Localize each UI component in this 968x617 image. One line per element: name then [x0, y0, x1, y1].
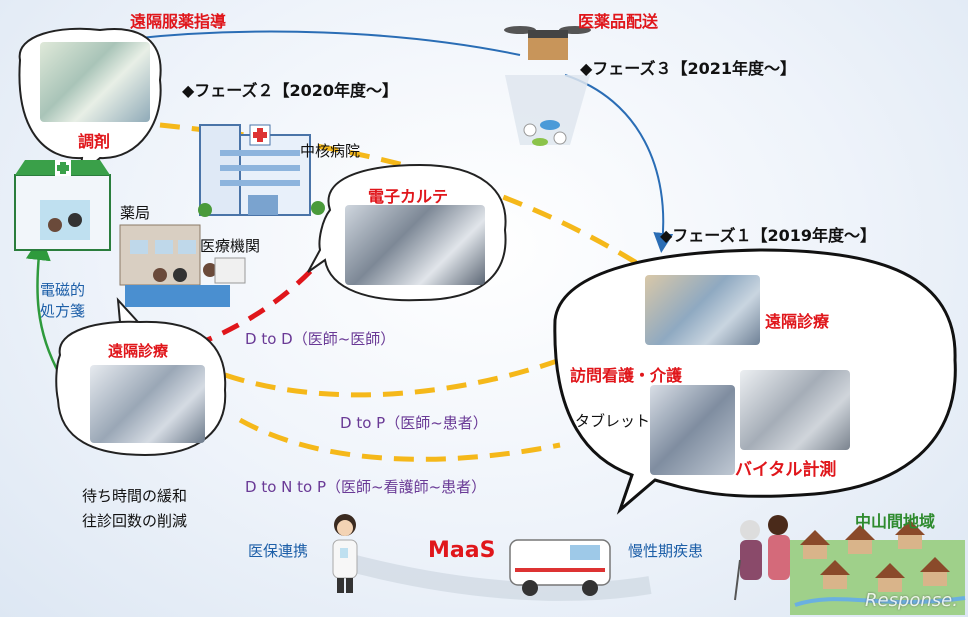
d-to-p-label: D to P（医師~患者） — [340, 414, 488, 432]
d-to-d-label: D to D（医師~医師） — [245, 330, 396, 348]
d-to-p-dash — [224, 357, 561, 398]
remote-medication-guidance-label: 遠隔服薬指導 — [130, 12, 227, 31]
phase3-label: ◆フェーズ３【2021年度～】 — [580, 59, 797, 78]
hospital-building-icon — [198, 124, 325, 217]
ambulance-icon — [509, 539, 611, 596]
benefit-visits-label: 往診回数の削減 — [82, 512, 188, 530]
dispensing-label: 調剤 — [78, 132, 111, 151]
phase1-photo-top — [645, 275, 760, 345]
pharmacy-building-icon — [14, 160, 111, 251]
medical-institution-label: 医療機関 — [200, 237, 261, 255]
d-to-n-to-p-label: D to N to P（医師~看護師~患者） — [245, 478, 487, 496]
maas-label: MaaS — [428, 538, 496, 563]
remote-care-left-label: 遠隔診療 — [108, 342, 169, 360]
e-prescription-arrow — [25, 235, 62, 376]
ehr-photo — [345, 205, 485, 285]
e-prescription-label: 電磁的 処方箋 — [40, 281, 86, 320]
mountain-area-label: 中山間地域 — [855, 512, 936, 531]
d-to-n-to-p-dash — [238, 417, 561, 462]
phase1-label: ◆フェーズ１【2019年度～】 — [660, 226, 877, 245]
tablet-label: タブレット — [575, 412, 651, 430]
phase1-photo-mid — [650, 385, 735, 475]
dispensing-photo — [40, 42, 150, 122]
nurse-figure-icon — [332, 514, 358, 593]
remote-guidance-arrow — [119, 30, 521, 56]
watermark-logo: Response. — [865, 590, 958, 611]
core-hospital-label: 中核病院 — [300, 142, 361, 160]
pharmacy-label: 薬局 — [120, 204, 151, 222]
left-remote-photo — [90, 365, 205, 443]
drug-delivery-label: 医薬品配送 — [578, 12, 659, 31]
clinic-building-icon — [119, 224, 246, 307]
phase1-photo-right — [740, 370, 850, 450]
phase2-label: ◆フェーズ２【2020年度～】 — [182, 81, 399, 100]
drone-icon — [504, 26, 591, 146]
phase2-dash — [159, 122, 642, 268]
remote-care-right-label: 遠隔診療 — [765, 312, 830, 331]
elderly-couple-icon — [734, 515, 790, 601]
village-icon — [790, 520, 966, 615]
chronic-disease-label: 慢性期疾患 — [628, 542, 704, 560]
insurance-link-label: 医保連携 — [248, 542, 309, 560]
benefit-waiting-label: 待ち時間の緩和 — [82, 487, 188, 505]
delivery-arrow — [564, 74, 674, 253]
vital-measurement-label: バイタル計測 — [735, 460, 837, 480]
electronic-chart-label: 電子カルテ — [368, 187, 449, 206]
home-nursing-label: 訪問看護・介護 — [570, 366, 683, 385]
